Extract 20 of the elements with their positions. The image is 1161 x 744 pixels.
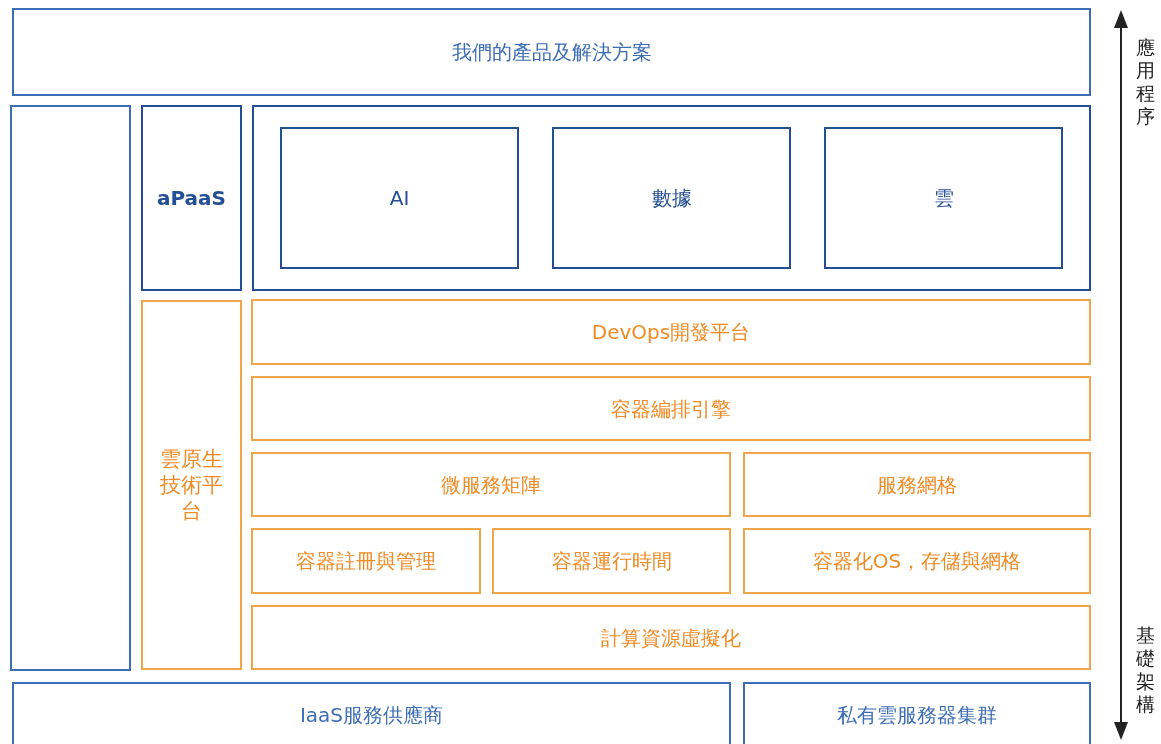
layer-box: 容器編排引擎 [251, 376, 1091, 441]
layer-box: 容器運行時間 [492, 528, 731, 594]
category-box: 雲 [824, 127, 1063, 269]
layer-box: IaaS服務供應商 [12, 682, 731, 744]
axis-label: 應用程序 [1136, 36, 1156, 128]
category-box: 數據 [552, 127, 791, 269]
side-box [10, 105, 131, 671]
category-box: AI [280, 127, 519, 269]
platform-box: aPaaS [141, 105, 242, 291]
platform-box: 雲原生技術平台 [141, 300, 242, 670]
layer-box: 服務網格 [743, 452, 1091, 517]
layer-box: 微服務矩陣 [251, 452, 731, 517]
layer-box: 容器註冊與管理 [251, 528, 481, 594]
layer-box: 私有雲服務器集群 [743, 682, 1091, 744]
axis-label: 基礎架構 [1136, 624, 1156, 716]
title-box: 我們的產品及解決方案 [12, 8, 1091, 96]
group-box [252, 105, 1091, 291]
layer-box: DevOps開發平台 [251, 299, 1091, 365]
layer-box: 容器化OS，存儲與網格 [743, 528, 1091, 594]
layer-box: 計算資源虛擬化 [251, 605, 1091, 670]
